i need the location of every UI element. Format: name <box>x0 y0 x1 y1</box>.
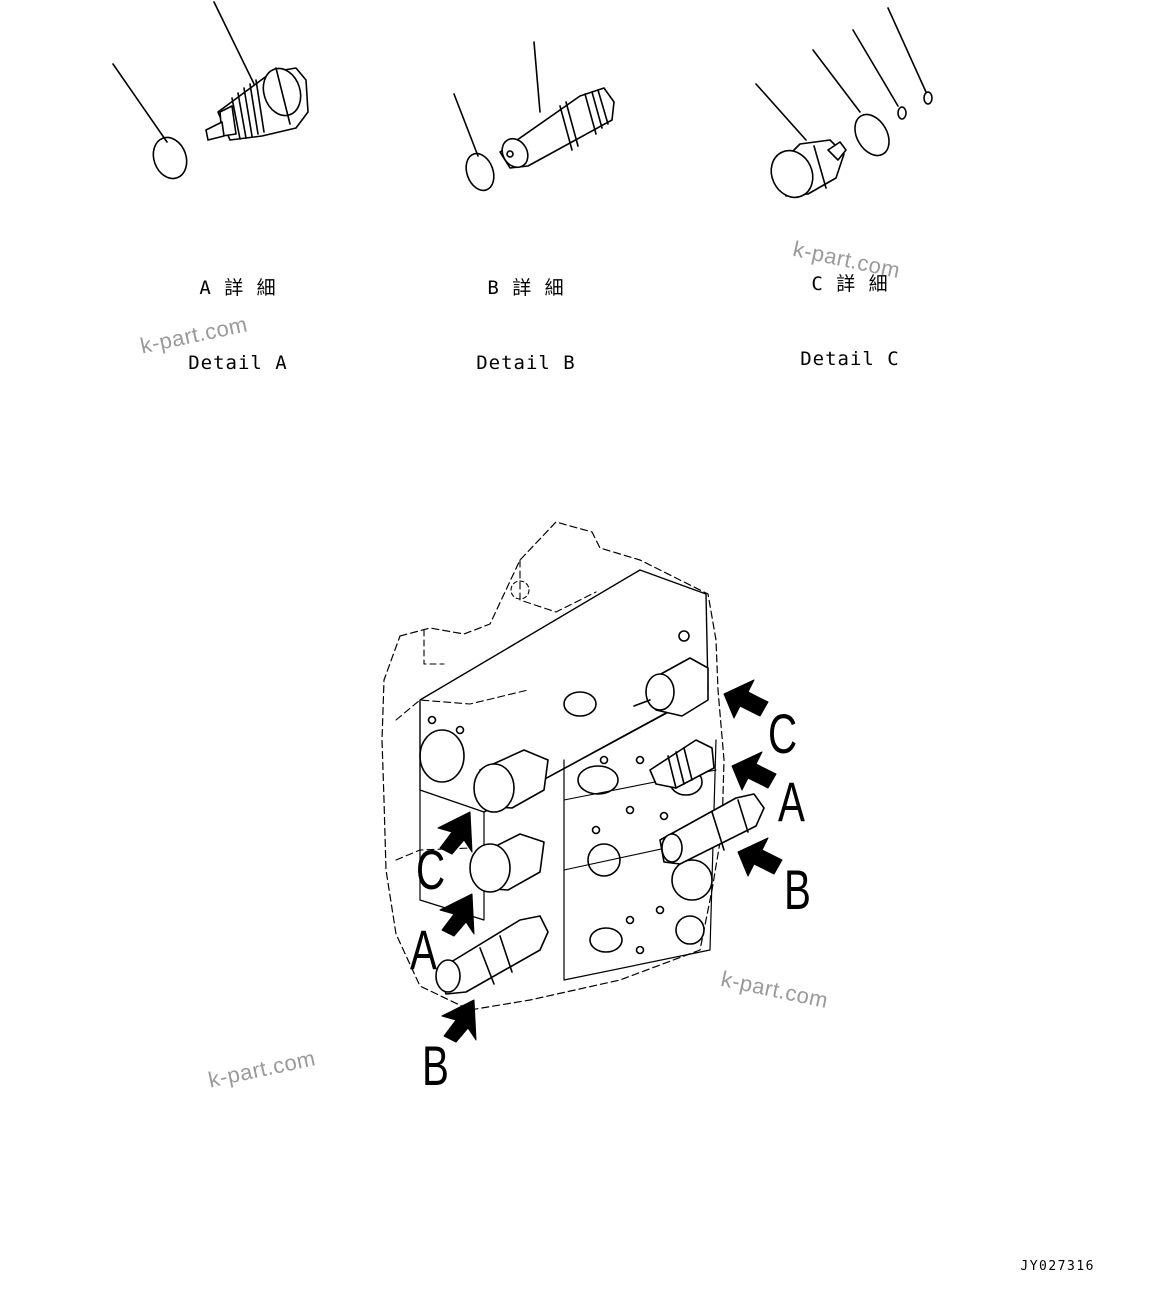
drawing-number: JY027316 <box>1020 1259 1095 1274</box>
callout-c-left: C <box>416 838 446 901</box>
detail-c-caption: C 詳 細 Detail C <box>795 222 905 422</box>
detail-c-en-label: Detail C <box>800 348 900 370</box>
detail-b-en-label: Detail B <box>476 352 576 374</box>
control-valve-assembly <box>381 521 783 1043</box>
detail-a-parts <box>112 1 309 180</box>
callout-b-left: B <box>422 1034 449 1097</box>
callout-a-left: A <box>410 918 437 981</box>
callout-c-right: C <box>768 702 798 765</box>
detail-b-caption: B 詳 細 Detail B <box>471 226 581 426</box>
detail-a-en-label: Detail A <box>188 352 288 374</box>
detail-b-parts <box>453 41 615 192</box>
detail-c-parts <box>755 7 933 199</box>
detail-b-jp-label: B 詳 細 <box>487 277 565 299</box>
callout-a-right: A <box>778 770 805 833</box>
callout-b-right: B <box>784 858 811 921</box>
detail-a-jp-label: A 詳 細 <box>199 277 277 299</box>
detail-c-jp-label: C 詳 細 <box>811 273 889 295</box>
detail-a-caption: A 詳 細 Detail A <box>183 226 293 426</box>
